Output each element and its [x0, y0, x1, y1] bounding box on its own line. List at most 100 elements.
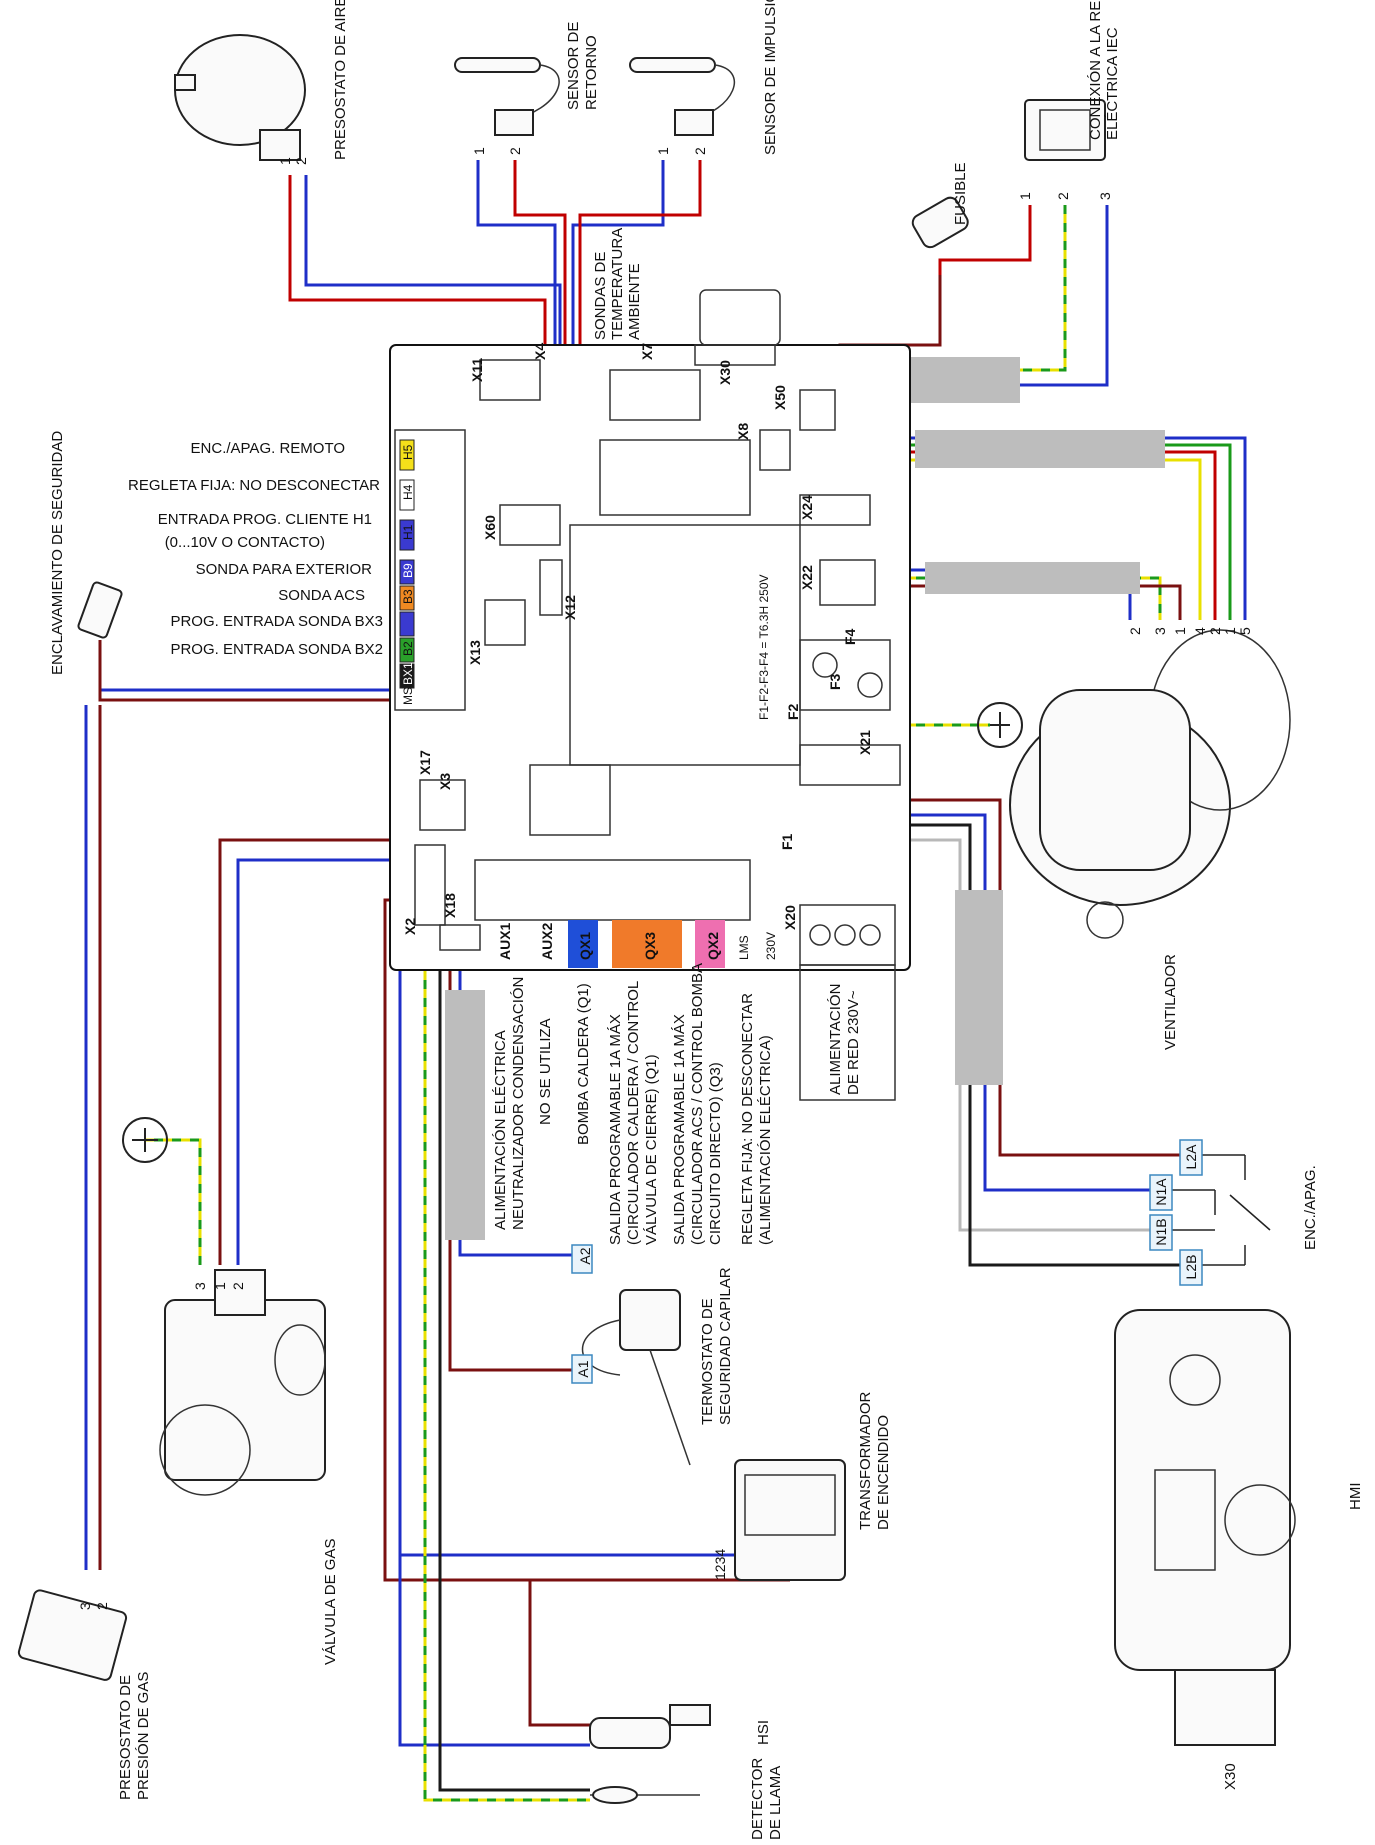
label-sondas-1: SONDAS DE: [592, 252, 609, 340]
terminal-b2a: [399, 611, 415, 637]
terminal-qx3: [612, 920, 682, 968]
presostato-gas: [17, 1589, 128, 1681]
label-desc-1a: ALIMENTACIÓN ELÉCTRICA: [492, 1030, 509, 1230]
label-x20: X20: [782, 905, 798, 930]
label-desc-6a: REGLETA FIJA: NO DESCONECTAR: [739, 993, 756, 1245]
label-aux2: AUX2: [539, 922, 555, 960]
label-enc-apag: ENC./APAG.: [1302, 1165, 1319, 1250]
label-h5: H5: [401, 444, 415, 460]
label-bx1: BX1: [401, 662, 415, 685]
label-h1: H1: [401, 524, 415, 540]
board-x11-socket: [479, 359, 541, 401]
label-desc-5c: CIRCUITO DIRECTO) (Q3): [707, 1062, 724, 1245]
pin-presostato-aire-1: 1: [277, 157, 293, 165]
ventilador: [1009, 629, 1291, 939]
pin-numbers: 1 2 1 2 1 2 1 2 3 2 3 1 4 2 1 5 3 1 2 3 …: [77, 147, 1253, 1610]
pin-impulsion-1: 1: [655, 147, 671, 155]
label-sensor-impulsion: SENSOR DE IMPULSIÓN: [762, 0, 779, 155]
board-trafo-small: [529, 764, 611, 836]
pin-conexion-1: 1: [1017, 192, 1033, 200]
terminal-h1: [399, 519, 415, 551]
pin-impulsion-2: 2: [692, 147, 708, 155]
label-x24: X24: [799, 495, 815, 520]
pin-x8-1: 1: [1222, 627, 1238, 635]
sleeve-x22: [925, 562, 1140, 594]
terminal-b2: [399, 637, 415, 663]
board-transformer: [599, 439, 751, 516]
label-desc-4c: VÁLVULA DE CIERRE) (Q1): [643, 1054, 660, 1245]
terminal-qx1: [568, 920, 598, 968]
board-x24-socket: [799, 494, 871, 526]
board-x50-socket: [799, 389, 836, 431]
tag-l2b: L2B: [1183, 1255, 1199, 1280]
label-hsi: HSI: [755, 1720, 772, 1745]
sensor-retorno: [454, 57, 560, 136]
label-desc-3: BOMBA CALDERA (Q1): [575, 983, 592, 1145]
sleeve-thermostat: [445, 990, 485, 1240]
label-sonda-exterior: SONDA PARA EXTERIOR: [196, 561, 373, 578]
terminal-tags: A2 A1 L2A N1A N1B L2B: [571, 1139, 1203, 1384]
pin-conexion-2: 2: [1055, 192, 1071, 200]
label-presostato-aire: PRESOSTATO DE AIRE: [332, 0, 349, 160]
label-enclavamiento: ENCLAVAMIENTO DE SEGURIDAD: [49, 431, 66, 675]
board-x18-socket: [439, 924, 481, 951]
ground-symbol-2: [122, 1117, 168, 1163]
label-hmi: HMI: [1347, 1483, 1364, 1511]
label-x17: X17: [417, 750, 433, 775]
label-fusible: FUSIBLE: [952, 162, 969, 225]
label-qx2: QX2: [705, 932, 721, 960]
pin-transformador-top: 1234: [712, 1549, 728, 1580]
label-b9: B9: [401, 563, 415, 578]
fuse-f4: [812, 652, 838, 678]
label-conexion-1: CONEXIÓN A LA RED: [1087, 0, 1104, 140]
pin-x8-2: 2: [1207, 627, 1223, 635]
terminal-b3: [399, 585, 415, 611]
label-sonda-acs: SONDA ACS: [278, 587, 365, 604]
pin-valvula-2: 2: [230, 1282, 246, 1290]
label-f1: F1: [779, 833, 795, 850]
label-desc-5a: SALIDA PROGRAMABLE 1A MÁX: [671, 1014, 688, 1245]
label-sondas-3: AMBIENTE: [626, 263, 643, 340]
label-x50: X50: [772, 385, 788, 410]
label-aux1: AUX1: [497, 922, 513, 960]
label-sondas-2: TEMPERATURA: [609, 228, 626, 340]
label-entrada-h1-2: (0...10V O CONTACTO): [165, 534, 325, 551]
label-desc-1b: NEUTRALIZADOR CONDENSACIÓN: [510, 977, 527, 1230]
hmi: [1114, 1309, 1296, 1746]
label-sensor-retorno-2: RETORNO: [583, 35, 600, 110]
label-qx3: QX3: [642, 932, 658, 960]
valvula-gas: [159, 1269, 326, 1496]
tag-n1a: N1A: [1153, 1178, 1169, 1206]
terminal-b9: [399, 559, 415, 585]
terminal-h5: [399, 439, 415, 471]
pin-presostato-gas-2: 2: [94, 1602, 110, 1610]
presostato-aire: [174, 34, 306, 161]
label-x13: X13: [467, 640, 483, 665]
pin-valvula-3: 3: [192, 1282, 208, 1290]
label-ms: MS: [401, 687, 415, 705]
board-x12-socket: [539, 559, 563, 616]
label-b3: B3: [401, 589, 415, 604]
label-alim-red-2: DE RED 230V~: [845, 990, 862, 1095]
label-desc-4b: (CIRCULADOR CALDERA / CONTROL: [625, 981, 642, 1245]
label-x11: X11: [469, 358, 485, 382]
label-x22: X22: [799, 565, 815, 590]
fusible: [911, 196, 969, 249]
label-lms: LMS: [737, 935, 751, 960]
label-x7: X7: [639, 343, 655, 360]
label-x60: X60: [482, 515, 498, 540]
board-x7-socket: [609, 369, 701, 421]
label-f4: F4: [842, 628, 858, 645]
alimentacion-box: [799, 964, 896, 1101]
label-transformador-1: TRANSFORMADOR: [857, 1392, 874, 1531]
ground-symbol-1: [977, 702, 1023, 748]
label-presostato-gas-2: PRESIÓN DE GAS: [135, 1672, 152, 1800]
label-desc-6b: (ALIMENTACIÓN ELÉCTRICA): [757, 1035, 774, 1245]
board-x21-terminal: [799, 744, 901, 786]
pin-valvula-1: 1: [212, 1282, 228, 1290]
label-prog-bx2: PROG. ENTRADA SONDA BX2: [170, 641, 383, 658]
terminal-h4: [399, 479, 415, 511]
board-fuse-block: [799, 639, 891, 711]
